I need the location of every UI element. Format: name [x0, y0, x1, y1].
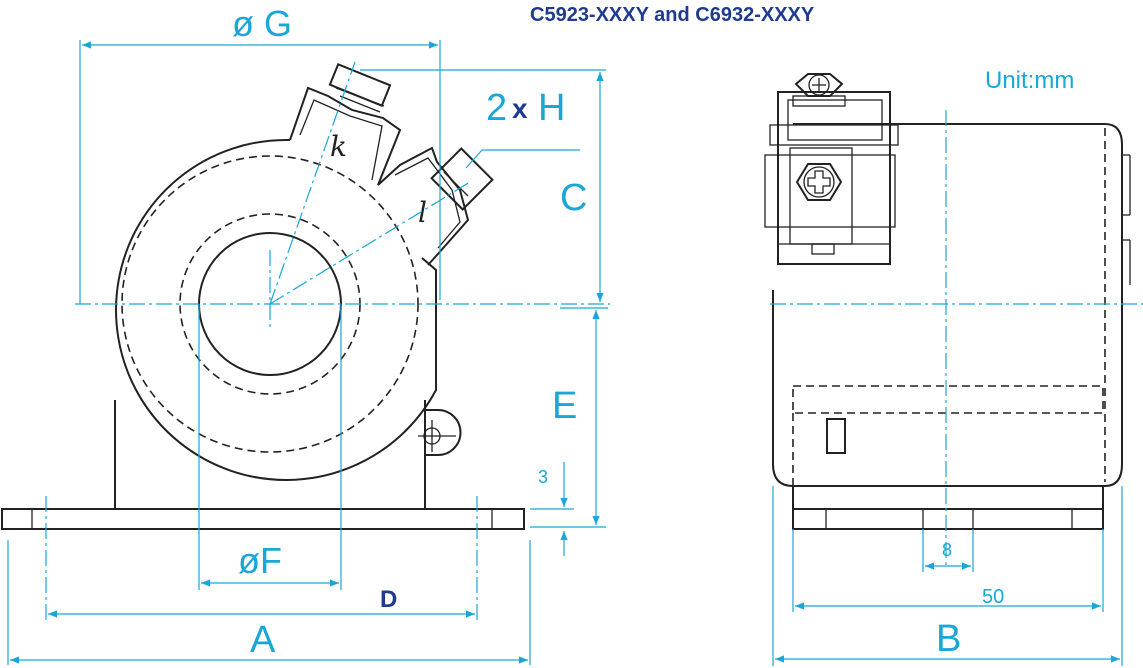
- side-dimensions: 8 50 B: [772, 486, 1123, 666]
- dim-2xh: 2 x H: [486, 87, 565, 129]
- dim-phi-g: ø G: [232, 3, 292, 44]
- front-base-plate: [1, 508, 525, 530]
- front-terminal-housing: [289, 86, 470, 266]
- dim-three: 3: [538, 467, 548, 487]
- side-view: [764, 73, 1143, 568]
- side-body-outline: [772, 123, 1123, 487]
- dim-eight: 8: [942, 540, 952, 560]
- dim-b: B: [936, 618, 961, 660]
- dim-2xh-letter: H: [538, 87, 565, 129]
- dim-a: A: [250, 619, 276, 661]
- dim-2xh-prefix: 2: [486, 87, 507, 129]
- side-label-slot: [826, 418, 846, 454]
- side-terminal-block: [764, 91, 899, 265]
- terminal-k-label: k: [330, 130, 347, 163]
- front-dimensions: ø G C 2 x H E 3 øF D: [7, 3, 608, 665]
- dim-e: E: [552, 385, 577, 427]
- front-body-outline: [115, 138, 437, 481]
- front-core-dashed-outer: [121, 155, 419, 453]
- drawing-title: C5923-XXXY and C6932-XXXY: [530, 4, 815, 26]
- side-base-plate: [792, 508, 1104, 530]
- dim-2xh-x: x: [512, 93, 528, 124]
- dim-fifty: 50: [982, 586, 1004, 608]
- terminal-l-screw: [430, 147, 494, 211]
- front-view: k l: [1, 61, 610, 622]
- side-lower-dashed-box: [792, 385, 1104, 414]
- dim-phi-f: øF: [238, 540, 282, 581]
- side-top-screw: [792, 73, 846, 107]
- side-middle-screw: [795, 163, 843, 201]
- terminal-l-label: l: [418, 196, 427, 229]
- dim-d: D: [380, 586, 397, 613]
- unit-label: Unit:mm: [985, 67, 1074, 94]
- front-mounting-boss: [418, 409, 462, 456]
- terminal-k-screw: [328, 63, 392, 113]
- dim-c: C: [560, 177, 587, 219]
